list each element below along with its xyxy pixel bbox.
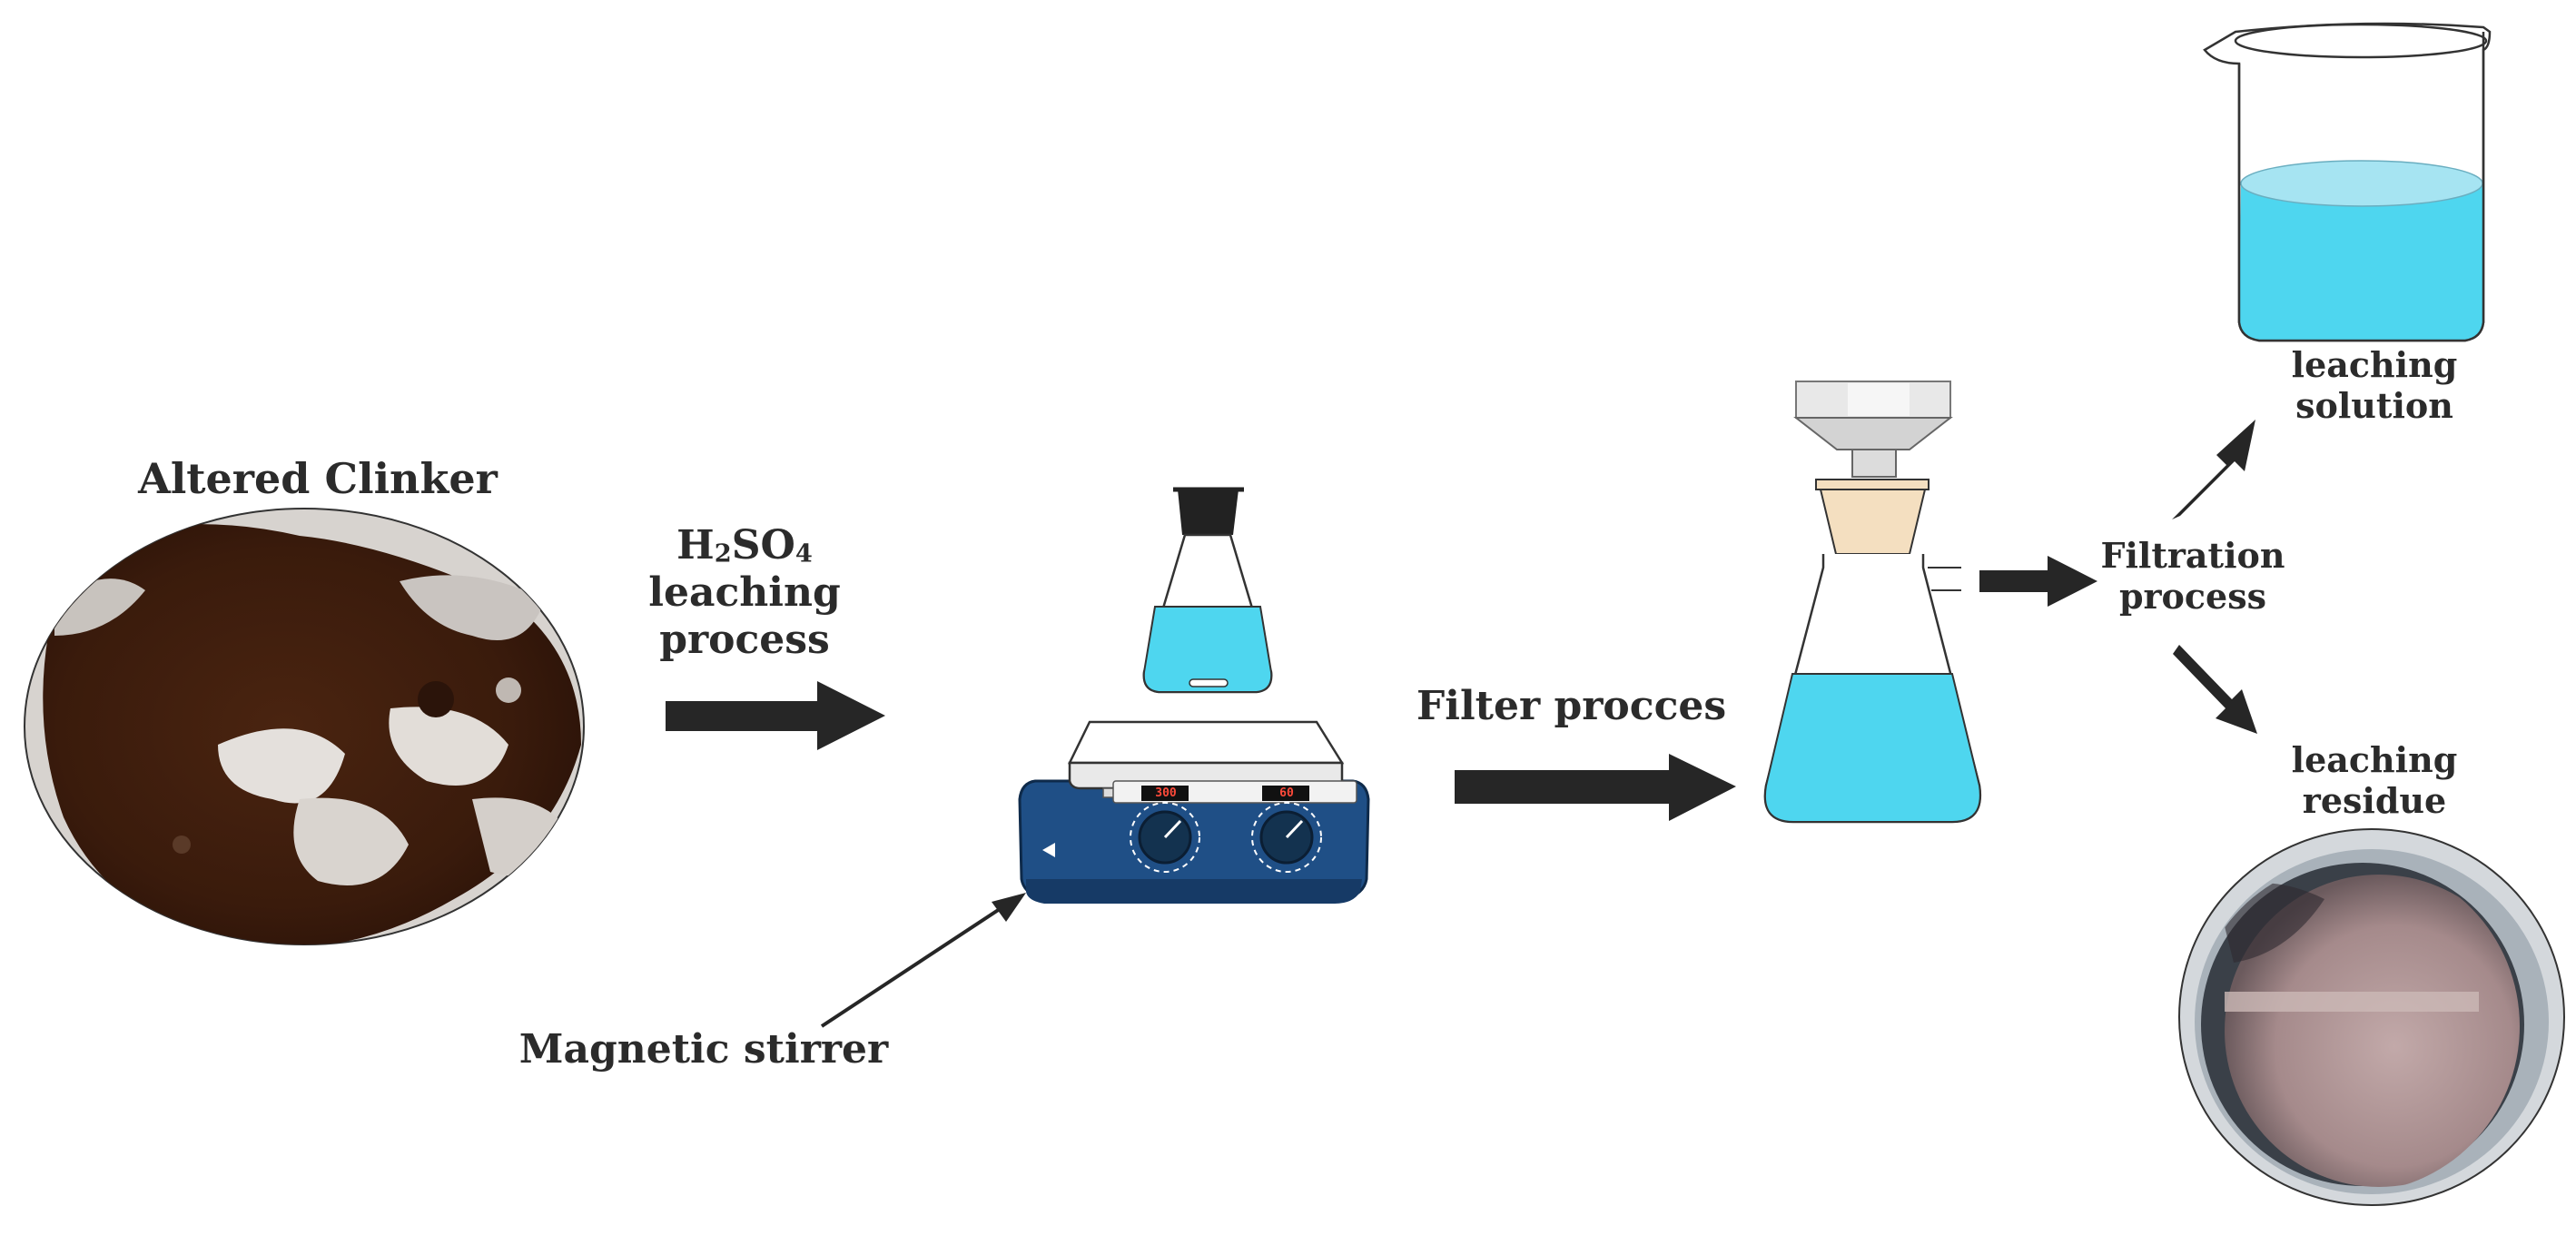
filtration-process-label: Filtration process (2100, 535, 2285, 617)
conical-flask-on-stirrer (1142, 487, 1273, 694)
magnetic-stirrer-illustration (1018, 720, 1370, 904)
stirrer-knob-right (1251, 802, 1322, 873)
stirrer-display-right: 60 (1279, 786, 1294, 800)
arrow-to-filtration (1979, 556, 2097, 607)
filtration-setup (1763, 381, 1982, 824)
clinker-sample-image (24, 508, 585, 945)
arrow-to-solution (2172, 420, 2255, 519)
filter-process-label: Filter procces (1416, 683, 1727, 729)
arrow-to-residue (2173, 645, 2257, 734)
reagent-formula: H2SO4 (676, 522, 813, 569)
clinker-title: Altered Clinker (138, 454, 498, 503)
stirrer-knob-left (1130, 802, 1200, 873)
stirrer-pointer-arrow (820, 893, 1026, 1028)
leaching-residue-label: leaching residue (2291, 739, 2458, 821)
leaching-residue-image (2178, 828, 2565, 1206)
leaching-step-label: H2SO4 leaching process (617, 522, 872, 664)
stirrer-display-left: 300 (1155, 786, 1177, 800)
leaching-solution-label: leaching solution (2291, 344, 2458, 426)
magnetic-stirrer-label: Magnetic stirrer (518, 1026, 889, 1073)
arrow-leaching (666, 681, 885, 750)
arrow-filter (1455, 754, 1736, 821)
beaker-leaching-solution (2203, 22, 2492, 342)
